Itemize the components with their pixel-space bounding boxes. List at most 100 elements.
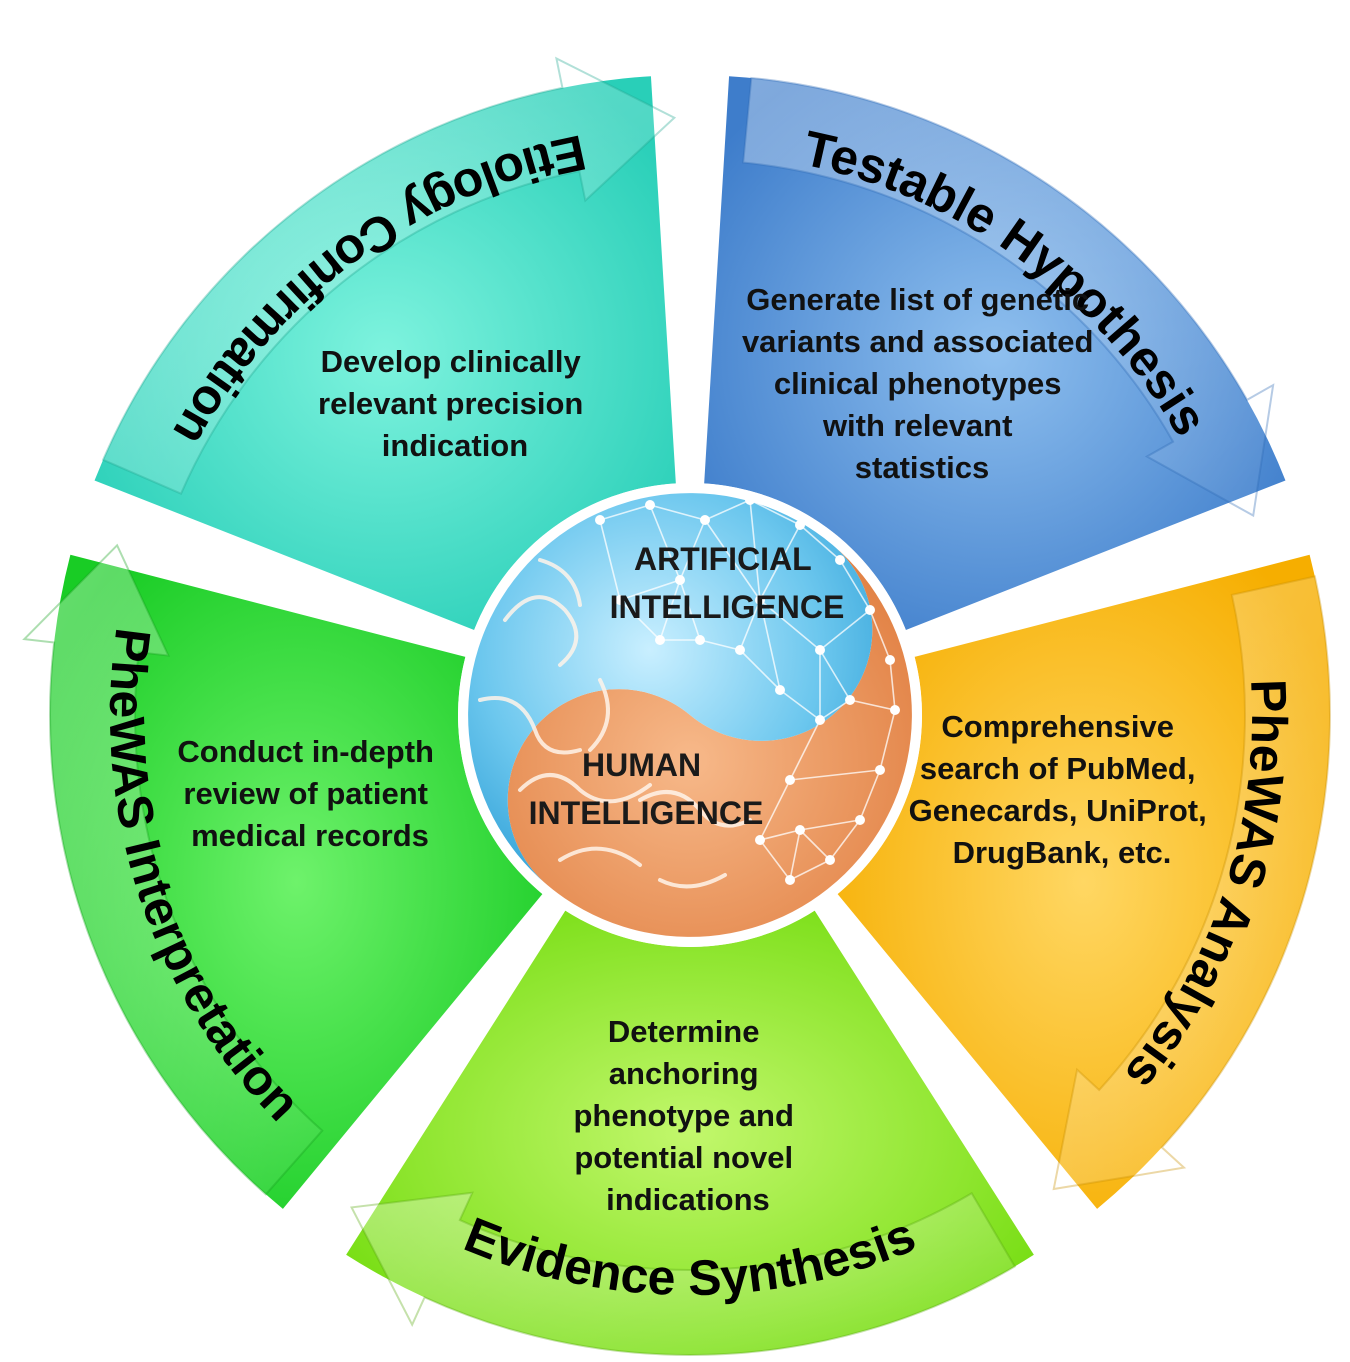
ai-label: ARTIFICIAL INTELLIGENCE <box>610 541 845 625</box>
network-edge <box>619 579 681 601</box>
network-edge <box>829 819 861 861</box>
network-edge <box>759 599 821 651</box>
network-edge <box>819 649 851 701</box>
arrow-band-phewas-interpretation <box>22 543 324 1196</box>
network-edge <box>749 499 801 526</box>
network-node <box>645 500 655 510</box>
network-node <box>695 635 705 645</box>
network-edge <box>599 519 621 601</box>
network-node <box>835 555 845 565</box>
network-edge <box>649 504 681 581</box>
network-edge <box>759 599 781 691</box>
network-node <box>595 515 605 525</box>
neural-network-icon <box>595 495 900 885</box>
human-label-line: HUMAN <box>582 747 701 783</box>
network-edge <box>849 699 896 711</box>
description-line: clinical phenotypes <box>774 366 1062 401</box>
network-node <box>755 595 765 605</box>
network-node <box>785 775 795 785</box>
description-line: indications <box>606 1182 770 1217</box>
network-node <box>865 605 875 615</box>
human-intelligence-half <box>507 544 912 937</box>
network-node <box>795 825 805 835</box>
arrow-band-evidence-synthesis <box>350 1191 1017 1356</box>
description-line: Genecards, UniProt, <box>909 793 1207 828</box>
human-label-line: INTELLIGENCE <box>529 795 764 831</box>
ai-label-line: INTELLIGENCE <box>610 589 845 625</box>
description-evidence-synthesis: Comprehensive search of PubMed, Genecard… <box>909 709 1216 870</box>
network-edge <box>759 779 791 841</box>
network-node <box>825 855 835 865</box>
network-edge <box>759 839 791 881</box>
network-edge <box>799 829 831 861</box>
arrow-band-testable-hypothesis <box>742 76 1275 518</box>
description-testable-hypothesis: Develop clinically relevant precision in… <box>318 344 592 463</box>
network-edge <box>704 499 751 521</box>
network-edge <box>759 829 801 841</box>
description-line: Conduct in-depth <box>177 734 434 769</box>
network-edge <box>599 504 651 521</box>
description-line: relevant precision <box>318 386 583 421</box>
description-line: Develop clinically <box>321 344 582 379</box>
human-label: HUMAN INTELLIGENCE <box>529 747 764 831</box>
network-edge <box>869 609 891 661</box>
network-edge <box>759 524 801 601</box>
description-line: anchoring <box>609 1056 759 1091</box>
intelligence-core: ARTIFICIAL INTELLIGENCE HUMAN INTELLIGEN… <box>458 483 922 947</box>
network-node <box>745 495 755 505</box>
network-edge <box>779 689 821 721</box>
description-etiology-confirmation: Conduct in-depth review of patient medic… <box>177 734 442 853</box>
network-edge <box>839 559 871 611</box>
artificial-intelligence-half <box>468 493 873 886</box>
network-edge <box>789 859 831 881</box>
network-node <box>655 635 665 645</box>
description-line: search of PubMed, <box>920 751 1196 786</box>
description-phewas-analysis: Generate list of genetic variants and as… <box>742 282 1102 485</box>
network-edge <box>889 659 896 711</box>
network-edge <box>679 519 706 581</box>
network-edge <box>789 769 881 781</box>
network-edge <box>789 829 801 881</box>
network-edge <box>649 504 706 521</box>
description-line: medical records <box>191 818 429 853</box>
network-edge <box>859 769 881 821</box>
network-node <box>815 715 825 725</box>
description-phewas-interpretation: Determine anchoring phenotype and potent… <box>573 1014 802 1217</box>
description-line: phenotype and <box>573 1098 793 1133</box>
network-edge <box>789 719 821 781</box>
network-edge <box>819 699 851 721</box>
description-line: with relevant <box>822 408 1013 443</box>
arrow-bands-layer <box>22 56 1331 1356</box>
brain-folds-icon <box>478 558 752 889</box>
network-edge <box>704 519 761 601</box>
description-line: Generate list of genetic <box>746 282 1089 317</box>
arrow-band-etiology-confirmation <box>101 56 677 496</box>
network-node <box>890 705 900 715</box>
description-line: potential novel <box>574 1140 793 1175</box>
description-line: Comprehensive <box>941 709 1174 744</box>
network-node <box>815 645 825 655</box>
network-node <box>885 655 895 665</box>
network-edge <box>739 599 761 651</box>
network-node <box>785 875 795 885</box>
description-line: indication <box>382 428 528 463</box>
description-line: Determine <box>608 1014 760 1049</box>
description-line: variants and associated <box>742 324 1094 359</box>
network-edge <box>799 524 841 561</box>
network-edge <box>749 499 761 601</box>
network-node <box>735 645 745 655</box>
description-line: statistics <box>855 450 989 485</box>
arrow-band-phewas-analysis <box>1052 575 1331 1191</box>
segment-etiology-confirmation <box>94 76 676 630</box>
description-line: review of patient <box>183 776 428 811</box>
network-edge <box>659 579 681 641</box>
ai-label-line: ARTIFICIAL <box>634 541 811 577</box>
network-node <box>615 595 625 605</box>
descriptions-layer: Develop clinically relevant precision in… <box>177 282 1216 1217</box>
network-edge <box>739 649 781 691</box>
network-node <box>675 575 685 585</box>
network-node <box>875 765 885 775</box>
network-edge <box>619 599 661 641</box>
description-line: DrugBank, etc. <box>953 835 1172 870</box>
